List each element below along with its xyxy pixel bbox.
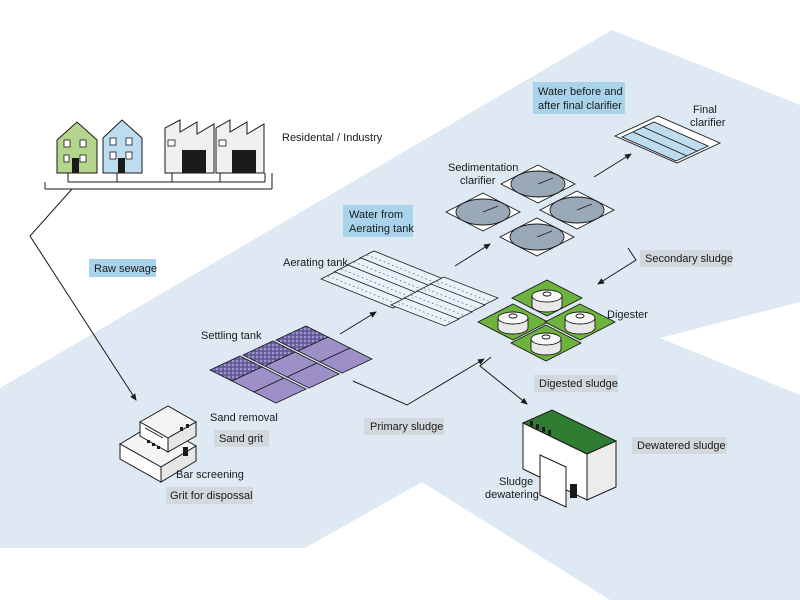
green-house-icon: [56, 121, 98, 174]
factory-icon: [164, 119, 215, 174]
water-final-clarifier-tag: [533, 82, 625, 114]
sedimentation-clarifiers-icon: [445, 164, 615, 257]
secondary-sludge-arrow: [597, 247, 637, 285]
digested-sludge-tag-text: Digested sludge: [539, 378, 618, 390]
settling-tank-basins: [209, 325, 373, 404]
sludge-dewatering-label-1: Sludge: [499, 476, 533, 488]
digested-sludge-tag: [534, 375, 618, 392]
primary-sludge-tag-text: Primary sludge: [370, 421, 443, 433]
dewatered-sludge-tag-text: Dewatered sludge: [637, 440, 726, 452]
water-final-clarifier-tag-text-1: Water before and: [538, 86, 623, 98]
secondary-sludge-tag-text: Secondary sludge: [645, 253, 733, 265]
digested-sludge-arrow: [479, 356, 528, 405]
flow-arrow-to-aerating: [339, 311, 377, 335]
residential-industry-group: [44, 119, 273, 190]
raw-sewage-tag-text: Raw sewage: [94, 263, 157, 275]
sand-grit-tag-text: Sand grit: [219, 433, 263, 445]
sludge-dewatering-label-2: dewatering: [485, 489, 539, 501]
settling-tank-label: Settling tank: [201, 330, 262, 342]
aerating-tank-label: Aerating tank: [283, 257, 348, 269]
sludge-dewatering-building-icon: [521, 409, 618, 508]
flow-arrow-to-sedimentation: [454, 243, 491, 267]
background-band: [0, 30, 800, 600]
raw-sewage-arrow: [29, 188, 137, 401]
sand-grit-tag: [214, 430, 269, 447]
flow-arrow-to-final-clarifier: [593, 153, 632, 178]
primary-sludge-arrow: [352, 358, 485, 406]
blue-house-icon: [102, 119, 143, 174]
digester-label: Digester: [607, 309, 648, 321]
water-from-aerating-tag-text-1: Water from: [349, 209, 403, 221]
raw-sewage-tag: [89, 259, 156, 277]
water-final-clarifier-tag-text-2: after final clarifier: [538, 100, 622, 112]
grit-disposal-tag-text: Grit for dispossal: [170, 490, 253, 502]
residential-industry-label: Residental / Industry: [282, 132, 383, 144]
dewatered-sludge-tag: [632, 437, 727, 454]
factory-icon: [215, 119, 265, 174]
grit-disposal-tag: [166, 487, 253, 504]
secondary-sludge-tag: [640, 250, 732, 267]
digester-tanks-icon: [477, 279, 616, 362]
sand-removal-label: Sand removal: [210, 412, 278, 424]
water-from-aerating-tag: [343, 205, 413, 237]
sedimentation-label-1: Sedimentation: [448, 162, 518, 174]
final-clarifier-label-2: clarifier: [690, 117, 726, 129]
aerating-tank-lanes: [320, 250, 499, 327]
sedimentation-label-2: clarifier: [460, 175, 496, 187]
bar-screening-label: Bar screening: [176, 469, 244, 481]
bar-screening-building-icon: [119, 405, 198, 483]
final-clarifier-label-1: Final: [693, 104, 717, 116]
aerating-tank-bubbles: [327, 254, 492, 324]
sewer-pipes: [44, 173, 273, 190]
final-clarifier-icon: [613, 115, 722, 164]
water-from-aerating-tag-text-2: Aerating tank: [349, 223, 414, 235]
primary-sludge-tag: [364, 418, 444, 435]
